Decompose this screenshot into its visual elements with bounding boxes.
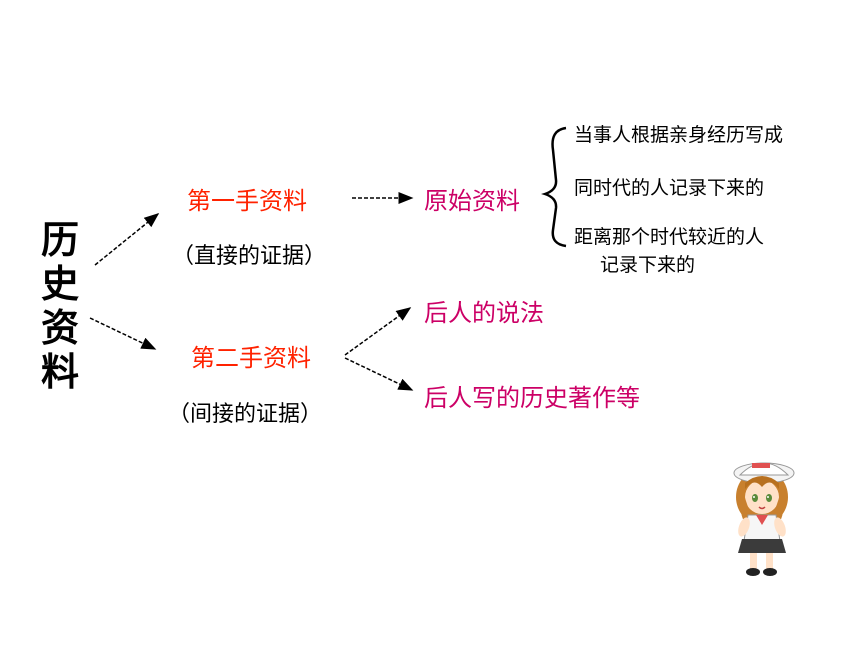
original-material-label: 原始资料 (424, 187, 520, 215)
cartoon-girl-mascot-icon (733, 462, 795, 576)
original-item-3-cont: 记录下来的 (600, 254, 696, 276)
root-char: 资 (40, 306, 79, 350)
primary-source-note: （直接的证据） (172, 244, 327, 269)
original-item-1: 当事人根据亲身经历写成 (574, 124, 784, 146)
primary-source-label: 第一手资料 (187, 187, 307, 215)
secondary-source-note: （间接的证据） (168, 402, 323, 427)
original-item-2: 同时代的人记录下来的 (574, 177, 765, 199)
root-char: 料 (40, 350, 79, 394)
root-char: 史 (40, 262, 79, 306)
original-item-3: 距离那个时代较近的人 (574, 226, 765, 248)
curly-brace (541, 126, 567, 248)
arrow-root-to-secondary (89, 317, 157, 350)
later-works-label: 后人写的历史著作等 (424, 384, 640, 412)
later-sayings-label: 后人的说法 (424, 299, 544, 327)
secondary-source-label: 第二手资料 (191, 344, 311, 372)
root-char: 历 (40, 218, 79, 262)
root-title: 历 史 资 料 (30, 218, 90, 394)
arrow-secondary-to-sayings (344, 307, 412, 356)
arrow-secondary-to-works (344, 357, 414, 391)
arrow-root-to-primary (94, 213, 160, 266)
